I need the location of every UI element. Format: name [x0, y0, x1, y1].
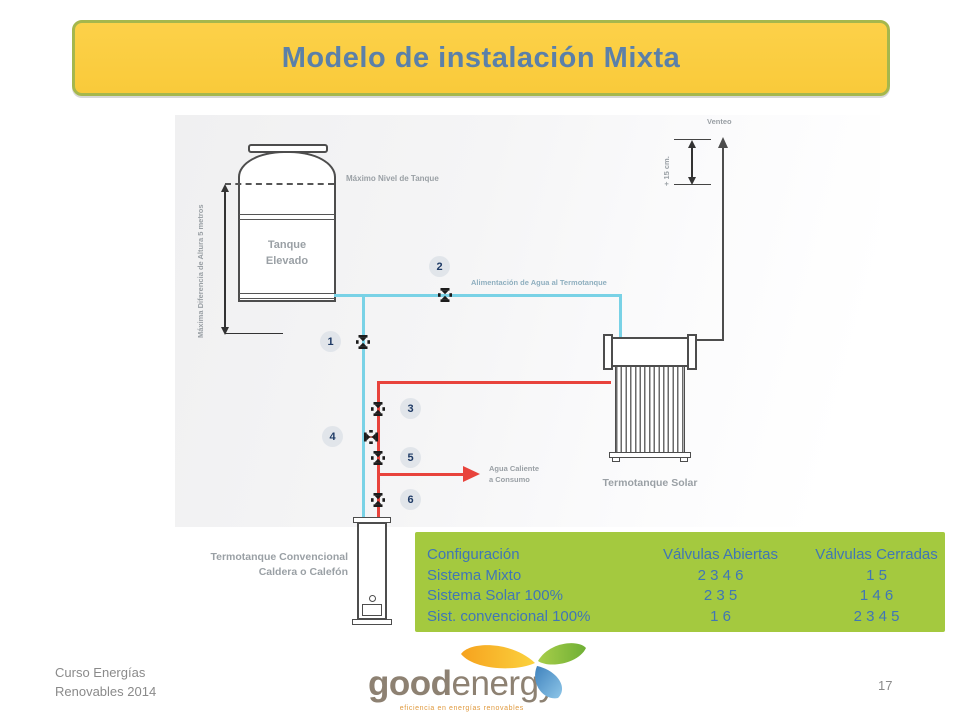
table-row: Sist. convencional 100% 1 6 2 3 4 5	[427, 607, 939, 628]
col-header-valvulas-cerradas: Válvulas Cerradas	[815, 546, 938, 563]
col-header-configuracion: Configuración	[427, 546, 520, 563]
vent-arrow-up-icon	[717, 137, 728, 148]
logo-tagline: eficiencia en energías renovables	[399, 705, 524, 712]
pipe-cold-drop-to-solar	[619, 294, 622, 338]
solar-collector-base	[609, 452, 691, 458]
valve-badge-4: 4	[322, 426, 343, 447]
pipe-bypass-connector	[364, 436, 378, 438]
pipe-cold-main-vertical	[362, 294, 365, 520]
valve-configuration-table: Configuración Válvulas Abiertas Válvulas…	[415, 532, 945, 632]
open-valves: 2 3 4 6	[697, 566, 744, 584]
valve-badge-1: 1	[320, 331, 341, 352]
closed-valves: 1 5	[866, 566, 887, 584]
valve-4-icon	[364, 430, 378, 444]
vent-pipe-vertical	[722, 147, 724, 340]
measure-arrow-down-icon	[220, 327, 229, 335]
page-title: Modelo de instalación Mixta	[281, 41, 681, 74]
petal-blue	[535, 666, 563, 699]
vent-measure-arrow-down-icon	[687, 177, 696, 185]
open-valves: 2 3 5	[703, 587, 738, 604]
valve-5-icon	[371, 451, 385, 465]
petal-green	[538, 643, 586, 665]
petal-orange	[461, 645, 535, 669]
measure-base-tick	[225, 333, 283, 334]
pipe-cold-horizontal	[334, 294, 621, 297]
course-credit: Curso Energías Renovables 2014	[55, 665, 157, 699]
heater-burner-window	[362, 604, 382, 616]
tank-ring-lower	[239, 293, 335, 299]
closed-valves: 2 3 4 5	[853, 607, 900, 625]
logo-good: good	[368, 664, 452, 703]
valve-badge-2: 2	[429, 256, 450, 277]
tank-body	[238, 178, 336, 302]
pipe-hot-vertical	[377, 381, 380, 520]
valve-6-icon	[371, 493, 385, 507]
table-row: Sistema Mixto 2 3 4 6 1 5	[427, 566, 939, 587]
solar-tank-body	[611, 337, 689, 367]
max-level-dashed-line	[225, 183, 334, 185]
vent-measure-label: + 15 cm.	[662, 156, 671, 186]
valve-badge-3: 3	[400, 398, 421, 419]
pipe-hot-horizontal	[378, 381, 611, 384]
measure-arrow-up-icon	[220, 184, 229, 192]
logo-pinwheel-icon	[461, 643, 586, 699]
solar-collector-foot-left	[612, 457, 620, 462]
feed-pipe-label: Alimentación de Agua al Termotanque	[471, 278, 607, 287]
tank-label: Tanque Elevado	[265, 239, 309, 267]
conventional-heater-label: Termotanque Convencional Caldera o Calef…	[210, 551, 349, 578]
solar-heater-label: Termotanque Solar	[602, 477, 698, 489]
valve-2-icon	[438, 288, 452, 302]
page-number: 17	[878, 678, 893, 693]
vent-pipe-horizontal	[696, 339, 724, 341]
solar-collector-foot-right	[680, 457, 688, 462]
table-header-row: Configuración Válvulas Abiertas Válvulas…	[427, 545, 939, 566]
vent-measure-arrow-up-icon	[687, 140, 696, 148]
vent-label: Venteo	[707, 117, 732, 126]
vent-measure-top-tick	[674, 139, 711, 140]
height-measure-line	[224, 189, 226, 329]
max-level-label: Máximo Nivel de Tanque	[346, 174, 439, 183]
col-header-valvulas-abiertas: Válvulas Abiertas	[662, 546, 779, 563]
height-measure-label: Máxima Diferencia de Altura 5 metros	[196, 204, 205, 338]
solar-collector-tubes	[615, 366, 685, 453]
vent-measure-line	[691, 145, 693, 179]
pipe-hot-consumption-branch	[379, 473, 465, 476]
heater-pilot-light	[369, 595, 376, 602]
table-row: Sistema Solar 100% 2 3 5 1 4 6	[427, 586, 939, 607]
row-label: Sistema Solar 100%	[427, 587, 563, 604]
hot-water-label: Agua Caliente a Consumo	[489, 464, 540, 484]
consumption-arrow-icon	[463, 466, 480, 482]
valve-badge-5: 5	[400, 447, 421, 468]
row-label: Sistema Mixto	[427, 566, 522, 584]
open-valves: 1 6	[710, 607, 731, 625]
valve-1-icon	[356, 335, 370, 349]
title-banner: Modelo de instalación Mixta	[72, 20, 890, 96]
heater-bottom-flange	[352, 619, 392, 625]
tank-ring-upper	[239, 214, 335, 220]
valve-3-icon	[371, 402, 385, 416]
valve-badge-6: 6	[400, 489, 421, 510]
closed-valves: 1 4 6	[859, 587, 894, 604]
row-label: Sist. convencional 100%	[427, 607, 591, 625]
